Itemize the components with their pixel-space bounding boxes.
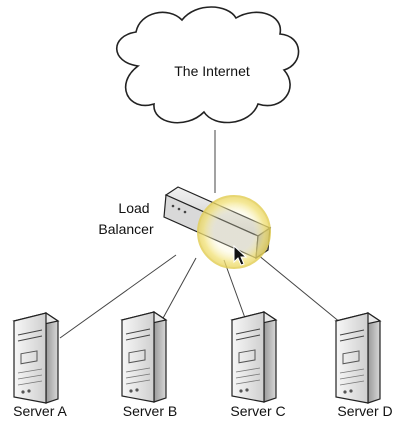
server-a-label: Server A — [13, 403, 67, 419]
server-c[interactable]: Server C — [230, 311, 286, 419]
connections — [59, 130, 353, 339]
server-tower-icon — [13, 312, 59, 404]
balancer-to-server-a-link — [59, 254, 177, 339]
load-balancer-label-line-2: Balancer — [98, 221, 154, 237]
internet-label: The Internet — [174, 63, 250, 79]
server-tower-icon — [231, 311, 277, 403]
server-a[interactable]: Server A — [13, 312, 68, 419]
server-d-label: Server D — [337, 403, 392, 419]
server-b-label: Server B — [123, 403, 177, 419]
cursor-highlight — [197, 195, 271, 269]
server-b[interactable]: Server B — [121, 311, 177, 419]
balancer-to-server-b-link — [161, 257, 197, 321]
server-tower-icon — [121, 311, 167, 403]
balancer-to-server-c-link — [223, 259, 246, 319]
cloud-icon — [116, 6, 300, 124]
balancer-to-server-d-link — [251, 249, 353, 333]
server-d[interactable]: Server D — [335, 312, 393, 419]
server-c-label: Server C — [230, 403, 285, 419]
server-tower-icon — [335, 312, 381, 404]
mouse-pointer-icon — [233, 244, 248, 266]
load-balancer-label-line-1: Load — [118, 200, 149, 216]
